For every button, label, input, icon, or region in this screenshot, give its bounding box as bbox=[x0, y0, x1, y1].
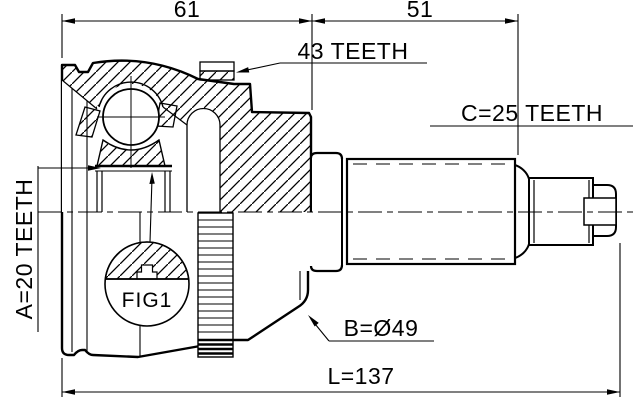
fig1-leader-arrow bbox=[149, 172, 155, 184]
fig1-label: FIG1 bbox=[122, 289, 173, 312]
body-diameter-label: B=Ø49 bbox=[344, 315, 419, 341]
abs-ring-section bbox=[199, 61, 235, 81]
fig1-detail-balloon: FIG1 bbox=[104, 172, 190, 327]
ball-bearing bbox=[97, 76, 165, 168]
dimensions bbox=[37, 14, 633, 397]
dim-61-label: 61 bbox=[174, 0, 201, 22]
cage-window bbox=[186, 107, 221, 212]
dim-51-label: 51 bbox=[407, 0, 434, 22]
fig1-spline-profile bbox=[104, 241, 190, 280]
inner-spline-teeth-label: A=20 TEETH bbox=[11, 179, 37, 320]
dimension-arrows bbox=[62, 18, 620, 395]
total-length-label: L=137 bbox=[327, 363, 394, 389]
outer-spline-teeth-label: C=25 TEETH bbox=[461, 100, 603, 126]
abs-ring-teeth-band bbox=[197, 212, 234, 358]
cage-left bbox=[75, 106, 101, 138]
housing-section bbox=[60, 59, 313, 212]
mouth-chamfer-edge bbox=[61, 79, 98, 110]
inner-race-spline bbox=[95, 164, 172, 212]
abs-ring-teeth-label: 43 TEETH bbox=[298, 38, 409, 64]
fig1-tooth-notch bbox=[136, 264, 158, 280]
